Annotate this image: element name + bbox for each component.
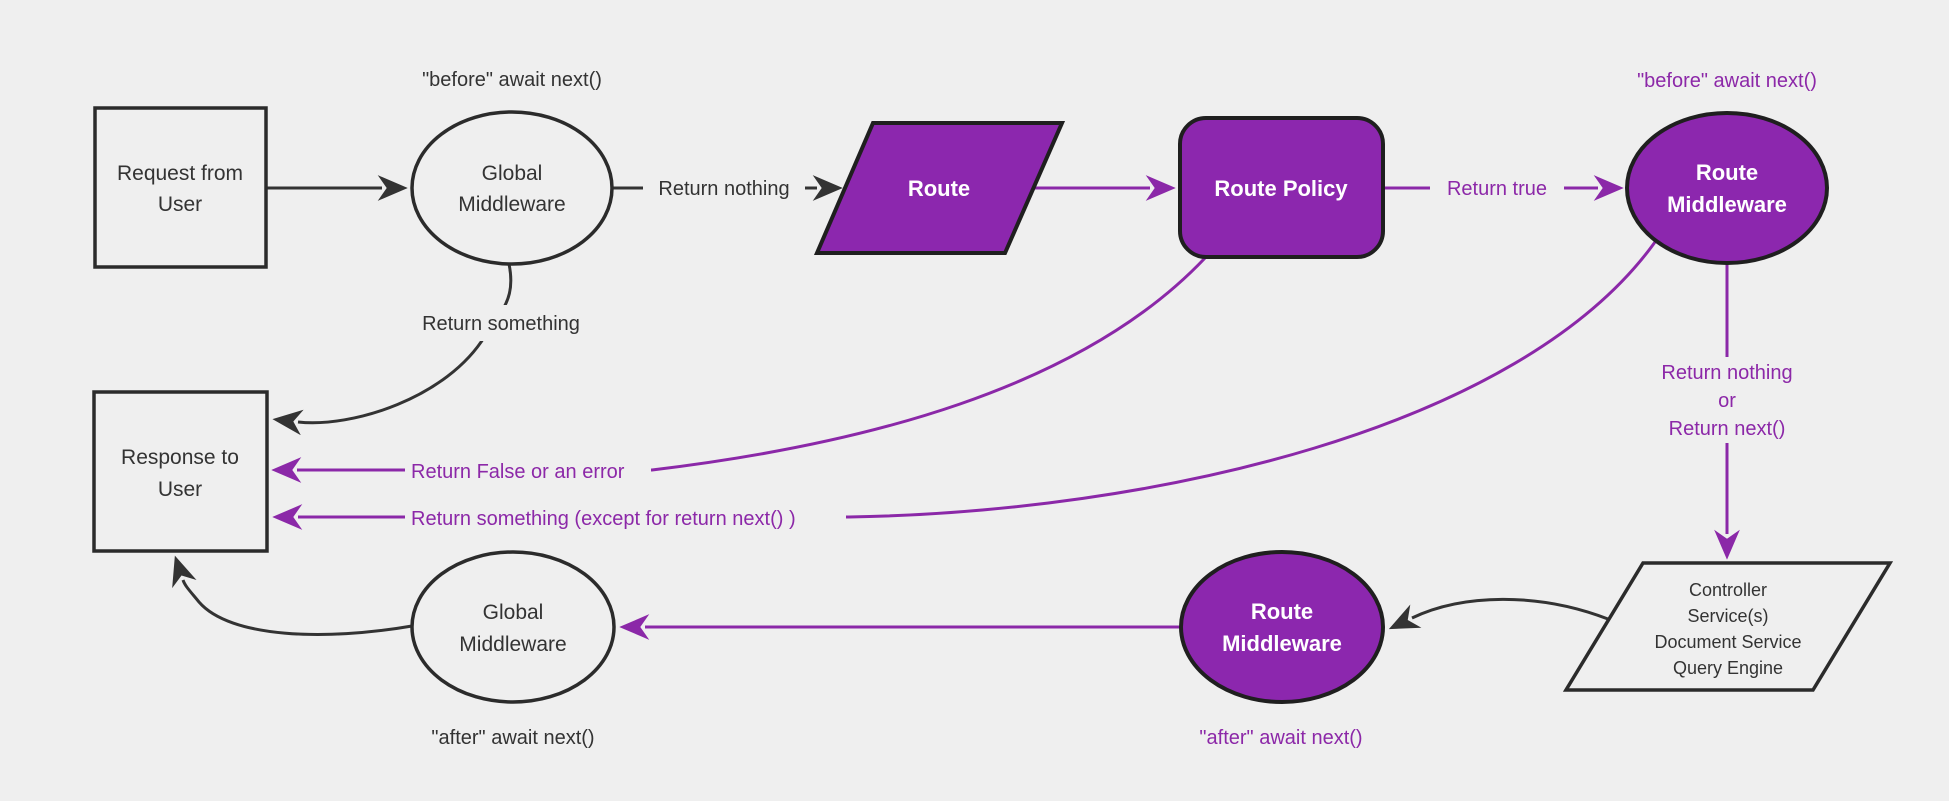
node-route-middleware-bottom: Route Middleware <box>1179 550 1385 704</box>
label-bg <box>405 452 651 488</box>
node-route-policy-label: Route Policy <box>1214 176 1348 201</box>
label-bg <box>408 305 594 341</box>
edge-label-return-nothing-or-2: or <box>1718 390 1736 412</box>
edge-label-return-nothing-or-1: Return nothing <box>1661 362 1792 384</box>
edge-global-mw-bottom-to-response <box>172 555 413 636</box>
edge-route-policy-to-response <box>271 256 1207 483</box>
label-bg <box>643 170 805 207</box>
node-route-mw-bottom-line2: Middleware <box>1222 631 1342 656</box>
edge-label-return-false: Return False or an error <box>411 461 625 483</box>
label-after-await-left: "after" await next() <box>431 727 594 749</box>
label-bg <box>1430 170 1564 207</box>
node-route-mw-top-line2: Middleware <box>1667 192 1787 217</box>
edge-label-return-nothing: Return nothing <box>658 178 789 200</box>
label-before-await-right: "before" await next() <box>1637 70 1817 92</box>
node-route: Route <box>813 121 1066 255</box>
node-route-middleware-top: Route Middleware <box>1625 111 1829 265</box>
node-route-mw-bottom-line1: Route <box>1251 599 1313 624</box>
node-controller-line2: Service(s) <box>1687 606 1768 626</box>
node-request-line1: Request from <box>117 162 243 185</box>
node-request-line2: User <box>158 193 202 216</box>
edge-label-return-nothing-or-3: Return next() <box>1669 418 1786 440</box>
node-global-middleware-bottom: Global Middleware <box>410 550 616 704</box>
label-bg <box>1630 357 1825 443</box>
node-route-label: Route <box>908 176 970 201</box>
edge-label-return-true: Return true <box>1447 178 1547 200</box>
node-global-mw-bottom-line2: Middleware <box>459 633 566 656</box>
node-response-to-user: Response to User <box>92 390 269 553</box>
edge-label-return-something-except: Return something (except for return next… <box>411 508 796 530</box>
node-controller-services: Controller Service(s) Document Service Q… <box>1562 561 1894 692</box>
label-after-await-mid: "after" await next() <box>1199 727 1362 749</box>
edge-label-return-something: Return something <box>422 313 580 335</box>
edge-global-mw-to-response <box>272 335 487 436</box>
node-controller-line4: Query Engine <box>1673 658 1783 678</box>
node-response-line2: User <box>158 478 202 501</box>
node-global-mw-top-line2: Middleware <box>458 193 565 216</box>
node-global-mw-top-line1: Global <box>482 162 543 185</box>
node-global-mw-bottom-line1: Global <box>483 601 544 624</box>
edge-route-mw-to-response <box>272 241 1657 530</box>
label-before-await-top: "before" await next() <box>422 69 602 91</box>
node-controller-line1: Controller <box>1689 580 1767 600</box>
node-response-line1: Response to <box>121 446 239 469</box>
node-route-mw-top-line1: Route <box>1696 160 1758 185</box>
node-request-from-user: Request from User <box>93 106 268 269</box>
node-controller-line3: Document Service <box>1654 632 1801 652</box>
label-bg <box>405 499 846 536</box>
node-route-policy: Route Policy <box>1178 116 1385 259</box>
node-global-middleware-top: Global Middleware <box>410 110 614 266</box>
edge-controller-to-route-mw-bottom <box>1388 597 1609 630</box>
